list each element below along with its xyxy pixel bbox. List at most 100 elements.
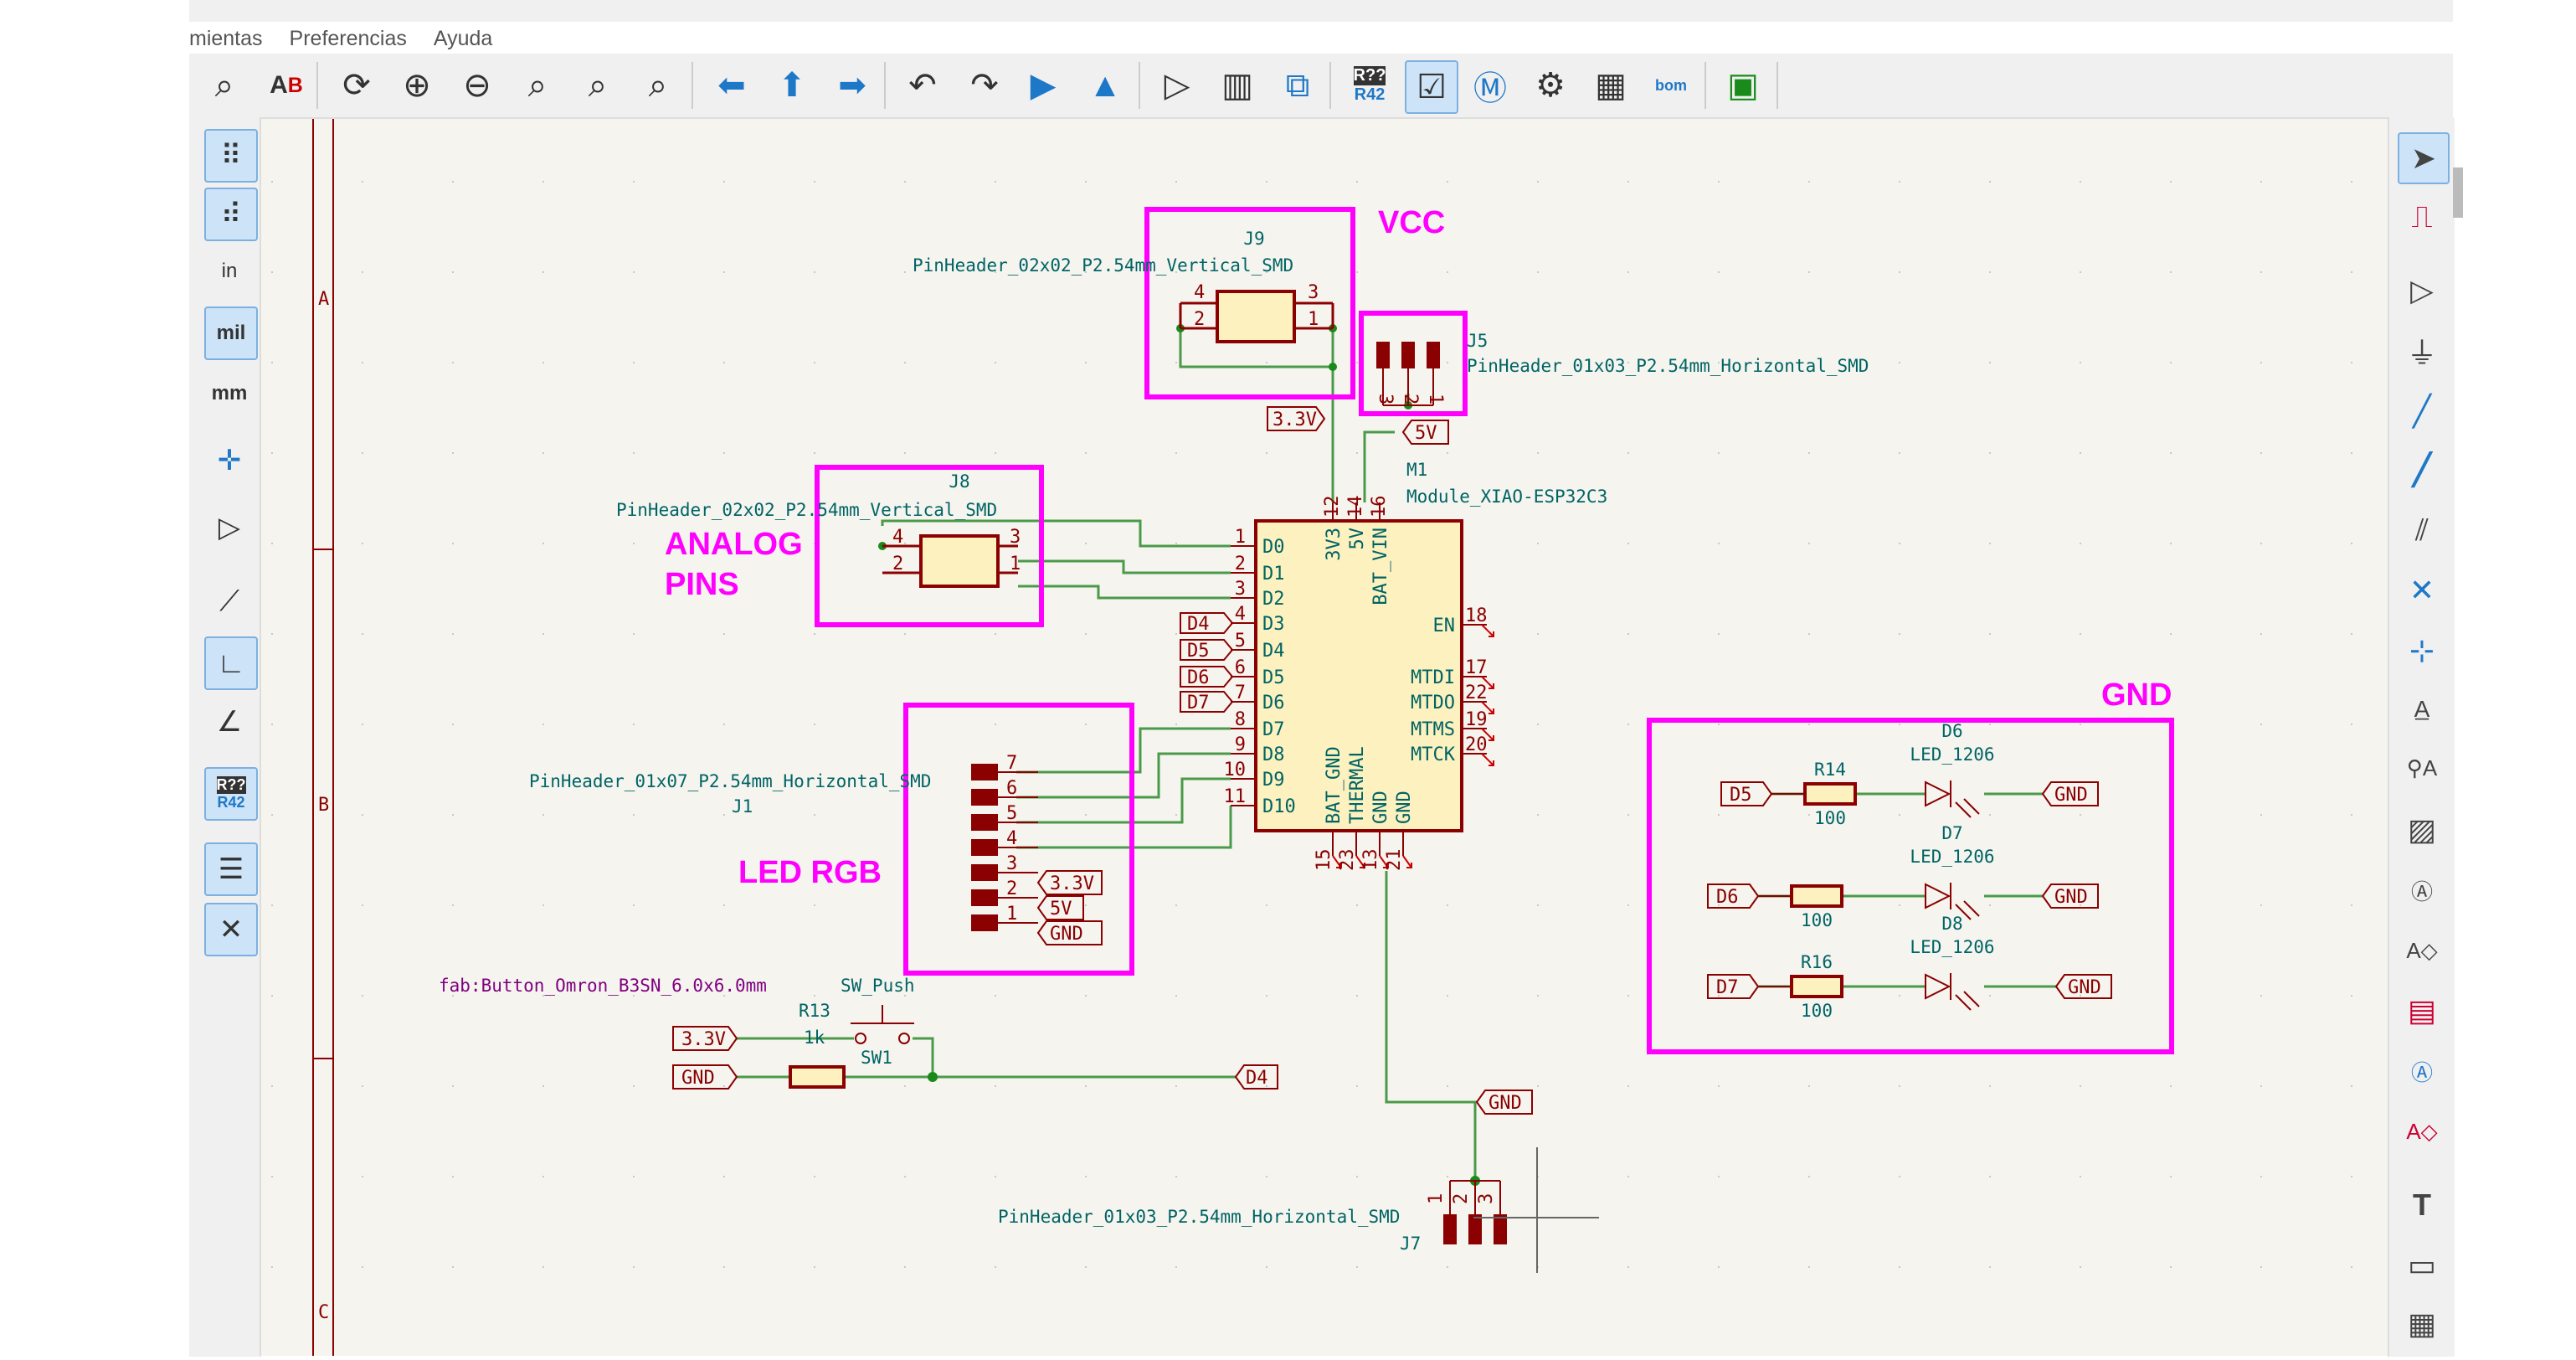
resistor-ref: R14: [1814, 760, 1846, 780]
zoom-fit-icon[interactable]: ⌕: [527, 66, 548, 104]
schematic-canvas[interactable]: A B C J9 PinHeader_02x02_P2.54mm_Vertica…: [261, 119, 2388, 1356]
bom-export-icon[interactable]: bom: [1646, 60, 1696, 111]
navigate-back-icon[interactable]: ⬅: [717, 67, 746, 104]
m1-pin-number: 23: [1337, 849, 1358, 872]
wire-mode-45-icon[interactable]: ∠: [216, 706, 243, 738]
menu-help[interactable]: Ayuda: [433, 26, 493, 50]
textbox-icon[interactable]: ▭: [2407, 1248, 2436, 1282]
netlist-icon[interactable]: ⚙: [1535, 67, 1566, 104]
net-label-text: GND: [1489, 1093, 1522, 1114]
net-labels-d4-d7[interactable]: [1180, 612, 1234, 713]
text-icon[interactable]: T: [2413, 1187, 2431, 1222]
global-label-icon[interactable]: Ⓐ: [2410, 878, 2433, 904]
m1-pin-name: GND: [1370, 791, 1391, 824]
properties-tools-icon[interactable]: ✕: [204, 903, 258, 956]
connector-j7[interactable]: 1 2 3 PinHeader_01x03_P2.54mm_Horizontal…: [998, 1180, 1507, 1254]
net-label-d7: D7: [1187, 693, 1210, 713]
annotate-icon[interactable]: R??R42: [1345, 60, 1395, 111]
m1-pin-name: D1: [1262, 564, 1285, 585]
connector-j5[interactable]: 3 2 1 J5 PinHeader_01x03_P2.54mm_Horizon…: [1359, 311, 1869, 416]
net-label-3v3: 3.3V: [1050, 873, 1094, 894]
m1-pin-name: BAT_GND: [1324, 746, 1345, 824]
hierarchical-label-icon[interactable]: A◇: [2406, 937, 2438, 963]
connector-j1[interactable]: PinHeader_01x07_P2.54mm_Horizontal_SMD J…: [529, 703, 1134, 976]
wire-mode-free-icon[interactable]: ⟋: [219, 585, 239, 617]
simulator-icon[interactable]: Ⓜ: [1473, 70, 1507, 107]
junction-icon[interactable]: ⊹: [2409, 633, 2435, 667]
navigate-up-icon[interactable]: ⬆: [778, 67, 806, 104]
mirror-horizontal-icon[interactable]: ▲: [1088, 66, 1122, 104]
j1-pin-number: 6: [1006, 778, 1017, 799]
select-icon[interactable]: ➤: [2398, 132, 2450, 184]
resistor-body: [789, 1065, 846, 1089]
j1-footprint: PinHeader_01x07_P2.54mm_Horizontal_SMD: [529, 771, 931, 791]
import-sheet-pin-icon[interactable]: A◇: [2406, 1118, 2438, 1144]
footprint-assign-icon[interactable]: ⧉: [1285, 66, 1310, 104]
menu-tools[interactable]: mientas: [189, 26, 263, 50]
net-label-5v-top[interactable]: 5V: [1401, 420, 1449, 445]
add-sheet-icon[interactable]: ▤: [2407, 993, 2436, 1028]
symbol-editor-icon[interactable]: ▷: [1164, 67, 1190, 104]
add-wire-icon[interactable]: ╱: [2413, 394, 2431, 428]
j1-ref: J1: [732, 796, 753, 817]
table-icon[interactable]: ▦: [2407, 1306, 2436, 1341]
net-label-text: 3.3V: [1273, 410, 1317, 430]
annotation-vcc: VCC: [1378, 205, 1445, 240]
menu-preferences[interactable]: Preferencias: [289, 26, 407, 50]
mirror-vertical-icon[interactable]: ▶: [1030, 67, 1057, 104]
grid-overrides-icon[interactable]: ⠾: [204, 188, 258, 241]
hidden-pins-icon[interactable]: ▷: [218, 512, 241, 543]
units-mm-icon[interactable]: mm: [204, 368, 255, 419]
zoom-out-icon[interactable]: ⊖: [463, 67, 491, 104]
erc-icon[interactable]: ☑: [1405, 60, 1458, 114]
net-label-gnd-bottom[interactable]: GND: [1475, 1090, 1533, 1115]
rotate-ccw-icon[interactable]: ↶: [908, 67, 937, 104]
j9-pin-2: 2: [1194, 309, 1205, 330]
wire-mode-90-icon[interactable]: ∟: [204, 636, 258, 690]
m1-pin-number: 8: [1235, 709, 1246, 730]
bom-table-icon[interactable]: ▦: [1595, 67, 1627, 104]
zoom-objects-icon[interactable]: ⌕: [588, 66, 608, 104]
highlight-net-icon[interactable]: ⎍: [2411, 198, 2433, 234]
net-label-d4: D4: [1187, 614, 1210, 635]
rotate-cw-icon[interactable]: ↷: [970, 67, 999, 104]
grid-dots-icon[interactable]: ⠿: [204, 129, 258, 183]
connector-j9[interactable]: J9 PinHeader_02x02_P2.54mm_Vertical_SMD …: [913, 207, 1355, 399]
add-bus-icon[interactable]: ╱: [2413, 452, 2431, 487]
switch-sw1[interactable]: fab:Button_Omron_B3SN_6.0x6.0mm SW_Push …: [439, 976, 1278, 1090]
m1-pin-number: 16: [1369, 496, 1390, 518]
m1-pin-name: MTMS: [1411, 719, 1455, 740]
no-connect-icon[interactable]: ✕: [2409, 573, 2435, 607]
annotate-text: R??: [1353, 66, 1386, 85]
vertical-scrollbar[interactable]: [2453, 167, 2463, 218]
zoom-in-icon[interactable]: ⊕: [403, 67, 431, 104]
navigate-forward-icon[interactable]: ➡: [838, 67, 866, 104]
zoom-selection-icon[interactable]: ⌕: [648, 66, 668, 104]
menu-bar: mientas Preferencias Ayuda: [189, 23, 2453, 54]
net-label-icon[interactable]: A̲: [2414, 696, 2430, 722]
connector-j8[interactable]: J8 PinHeader_02x02_P2.54mm_Vertical_SMD …: [616, 465, 1044, 627]
find-icon[interactable]: ⌕: [214, 66, 234, 104]
netclass-directive-icon[interactable]: ⚲A: [2406, 755, 2438, 780]
rule-area-icon[interactable]: ▨: [2407, 812, 2436, 847]
net-label-3v3-top[interactable]: 3.3V: [1267, 406, 1326, 431]
annotate-label-1: R??: [216, 776, 246, 794]
units-mil-icon[interactable]: mil: [204, 307, 258, 360]
symbol-browser-icon[interactable]: ▥: [1221, 67, 1253, 104]
add-symbol-icon[interactable]: ▷: [2410, 273, 2434, 307]
bus-entry-icon[interactable]: ⫽: [2414, 512, 2429, 547]
resistor-body: [1790, 975, 1843, 998]
units-in-icon[interactable]: in: [204, 246, 255, 296]
sheet-pin-icon[interactable]: Ⓐ: [2410, 1059, 2433, 1085]
cursor-icon[interactable]: ✛: [217, 445, 242, 477]
refresh-icon[interactable]: ⟳: [342, 67, 371, 104]
add-power-icon[interactable]: ⏚: [2406, 336, 2437, 370]
pcb-editor-icon[interactable]: ▣: [1727, 67, 1759, 104]
annotate-icon[interactable]: R??R42: [204, 767, 258, 821]
hierarchy-navigator-icon[interactable]: ☰: [204, 842, 258, 896]
